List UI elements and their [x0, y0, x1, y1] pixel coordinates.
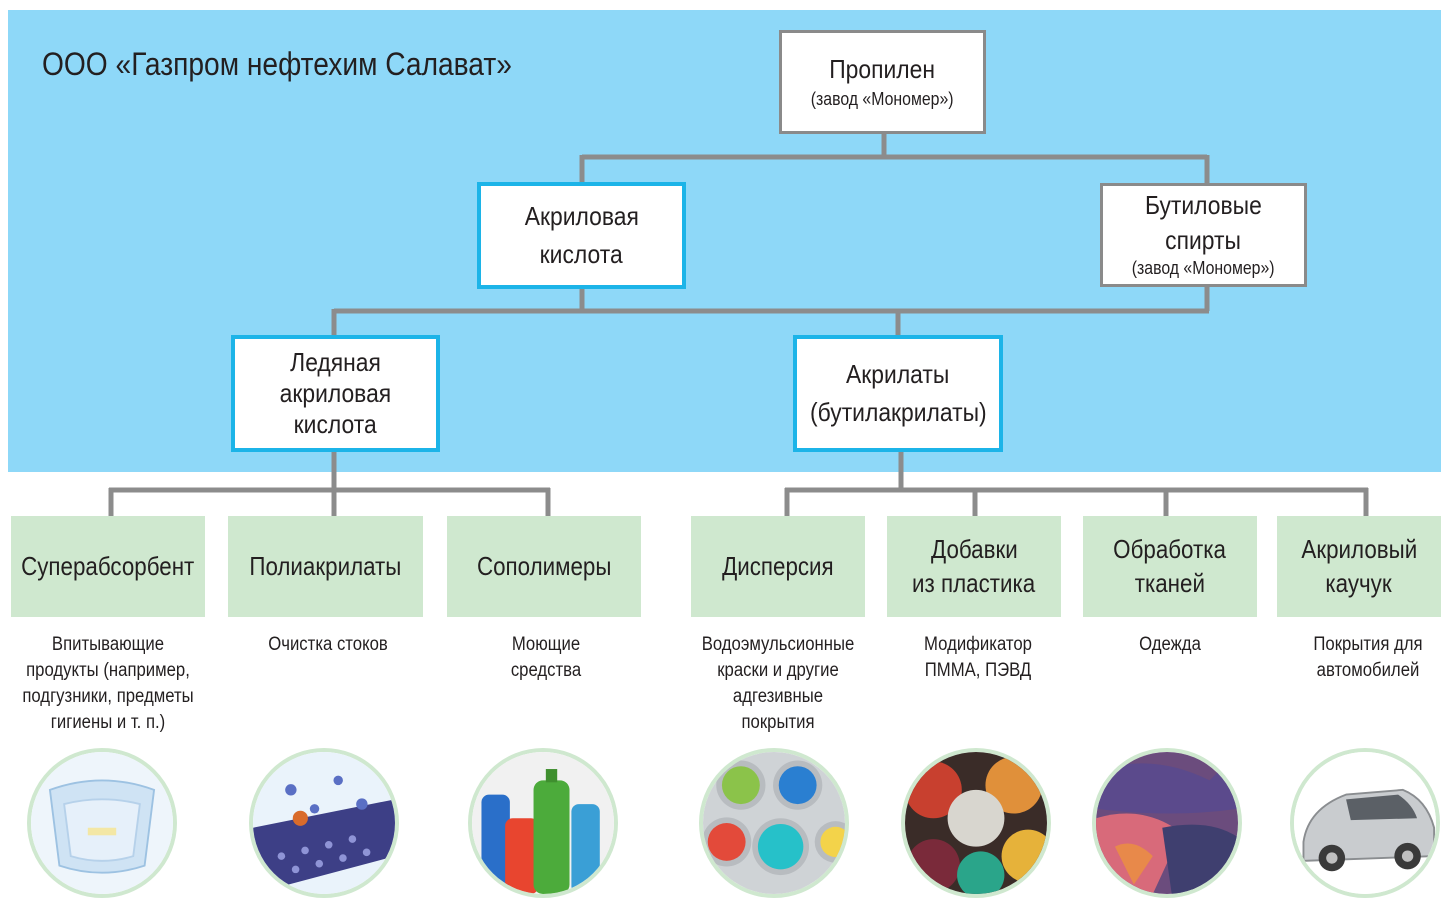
node-propylene-title: Пропилен	[829, 53, 936, 84]
product-label: Суперабсорбент	[21, 550, 195, 581]
product-description: Модификатор ПММА, ПЭВД	[878, 632, 1078, 684]
product-label: Полиакрилаты	[249, 550, 402, 581]
plastic-granules-icon	[901, 748, 1051, 898]
description-line: покрытия	[741, 712, 815, 733]
product-label: Обработка	[1113, 533, 1227, 564]
description-line: Моющие	[511, 634, 581, 655]
node-acrylic-acid-line2: кислота	[539, 238, 623, 269]
node-butyl-alcohols: Бутиловые спирты (завод «Мономер»)	[1100, 183, 1307, 287]
product-box: Акриловый каучук	[1277, 516, 1441, 617]
node-acrylic-acid: Акриловая кислота	[477, 182, 686, 289]
description-line: гигиены и т. п.)	[50, 712, 166, 733]
product-box: Сополимеры	[447, 516, 641, 617]
car-icon	[1290, 748, 1440, 898]
product-description: Очистка стоков	[228, 632, 428, 658]
node-glacial-acrylic-acid: Ледяная акриловая кислота	[231, 335, 440, 452]
node-glacial-line3: кислота	[293, 409, 377, 440]
node-acrylates-line2: (бутилакрилаты)	[809, 396, 987, 427]
product-label-line2: тканей	[1134, 567, 1206, 598]
node-acrylates: Акрилаты (бутилакрилаты)	[793, 335, 1003, 452]
description-line: подгузники, предметы	[22, 686, 194, 707]
product-label-line2: из пластика	[912, 567, 1036, 598]
product-box: Суперабсорбент	[11, 516, 205, 617]
description-line: адгезивные	[732, 686, 824, 707]
fabric-icon	[1092, 748, 1242, 898]
description-line: Одежда	[1139, 634, 1201, 655]
product-label-line2: каучук	[1325, 567, 1393, 598]
product-box: Обработка тканей	[1083, 516, 1257, 617]
description-line: Впитывающие	[51, 634, 165, 655]
product-label: Акриловый	[1301, 533, 1417, 564]
product-description: Водоэмульсионные краски и другие адгезив…	[678, 632, 878, 736]
node-butyl-line2: спирты	[1165, 225, 1242, 256]
description-line: Модификатор	[924, 634, 1032, 655]
paint-cans-icon	[699, 748, 849, 898]
node-glacial-line1: Ледяная	[290, 346, 381, 377]
node-butyl-line1: Бутиловые	[1145, 190, 1262, 221]
product-description: Моющие средства	[446, 632, 646, 684]
product-description: Одежда	[1070, 632, 1270, 658]
detergent-bottles-icon	[468, 748, 618, 898]
product-description: Впитывающие продукты (например, подгузни…	[6, 632, 210, 736]
description-line: автомобилей	[1316, 660, 1420, 681]
product-label: Сополимеры	[476, 550, 612, 581]
product-box: Полиакрилаты	[228, 516, 423, 617]
description-line: ПММА, ПЭВД	[924, 660, 1032, 681]
diaper-icon	[27, 748, 177, 898]
description-line: Покрытия для	[1313, 634, 1423, 655]
description-line: продукты (например,	[26, 660, 190, 681]
product-label: Дисперсия	[722, 550, 834, 581]
description-line: краски и другие	[717, 660, 839, 681]
company-title: ООО «Газпром нефтехим Салават»	[42, 46, 512, 82]
node-acrylic-acid-line1: Акриловая	[524, 201, 639, 232]
product-box: Добавки из пластика	[887, 516, 1061, 617]
description-line: Водоэмульсионные	[701, 634, 855, 655]
description-line: средства	[510, 660, 582, 681]
product-label: Добавки	[930, 533, 1018, 564]
node-propylene-sub: (завод «Мономер»)	[811, 88, 954, 109]
node-butyl-sub: (завод «Мономер»)	[1132, 258, 1275, 279]
description-line: Очистка стоков	[268, 634, 388, 655]
node-propylene: Пропилен (завод «Мономер»)	[779, 30, 986, 134]
node-acrylates-line1: Акрилаты	[846, 359, 950, 390]
node-glacial-line2: акриловая	[279, 377, 392, 408]
product-description: Покрытия для автомобилей	[1268, 632, 1441, 684]
product-box: Дисперсия	[691, 516, 865, 617]
water-filter-icon	[249, 748, 399, 898]
